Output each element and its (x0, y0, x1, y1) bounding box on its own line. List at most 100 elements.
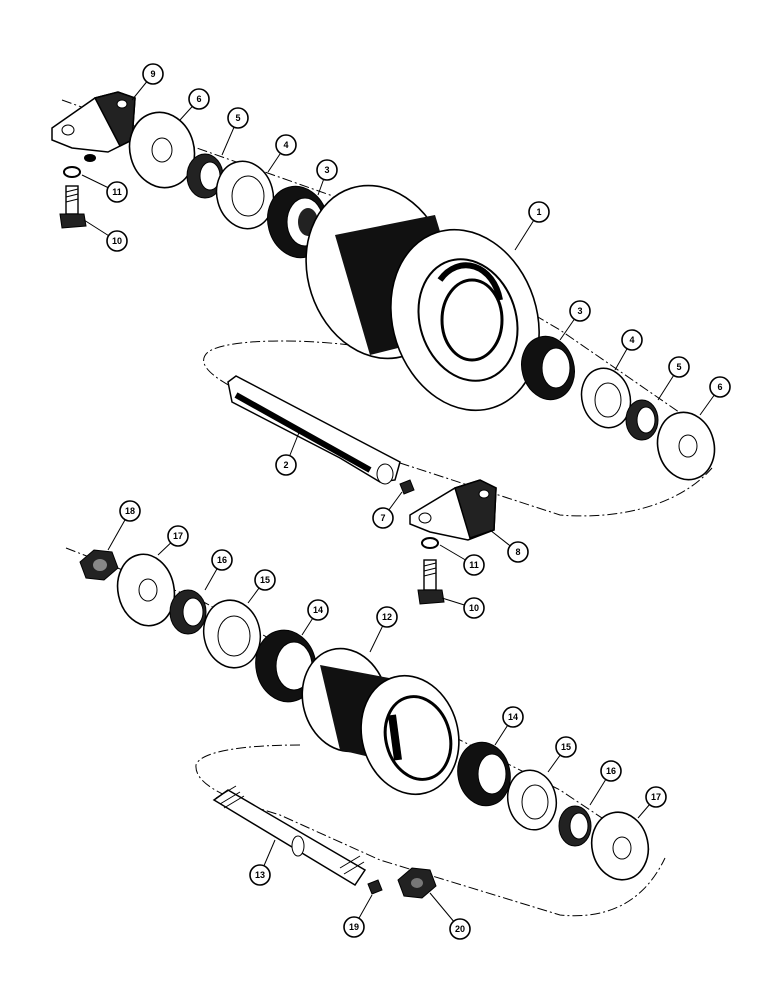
ring-part-15-top (202, 599, 262, 669)
bearing-part-14-bottom (457, 741, 511, 807)
washer-part-17-top (116, 553, 176, 627)
callout-c11a: 11 (81, 174, 128, 203)
callout-c13: 13 (249, 839, 276, 886)
nut-part-20 (397, 867, 437, 899)
callout-c18: 18 (107, 500, 141, 551)
callout-label: 11 (469, 560, 479, 570)
callout-c7: 7 (372, 491, 403, 529)
fitting-part-19 (367, 879, 383, 895)
callout-circle (227, 107, 249, 129)
bearing-part-14-top (255, 629, 317, 703)
callout-c10b: 10 (441, 597, 485, 619)
washer-part-6-top (128, 111, 196, 189)
callout-c14b: 14 (494, 706, 524, 746)
callout-circle (142, 63, 164, 85)
callout-c3b: 3 (559, 300, 591, 341)
callout-label: 17 (651, 792, 661, 802)
nut-part-18 (79, 549, 119, 581)
callout-c6a: 6 (179, 88, 210, 121)
spacer-part-16-top (169, 589, 207, 635)
callout-label: 7 (380, 513, 385, 523)
callout-c9: 9 (131, 63, 164, 101)
callout-label: 2 (283, 460, 288, 470)
callout-label: 11 (112, 187, 122, 197)
callout-circle (507, 541, 529, 563)
callout-circle (106, 230, 128, 252)
callout-c5a: 5 (221, 107, 249, 156)
callout-label: 14 (313, 605, 323, 615)
shaft-part-13 (212, 785, 367, 887)
lock-washer-part-11-lower (421, 537, 439, 549)
roller-part-12 (301, 647, 460, 796)
callout-c5b: 5 (657, 356, 690, 401)
roller-part-1 (305, 184, 540, 412)
callout-circle (343, 916, 365, 938)
callout-c11b: 11 (439, 544, 485, 576)
callout-circle (449, 918, 471, 940)
callout-c4a: 4 (267, 134, 297, 173)
callout-circle (307, 599, 329, 621)
callout-circle (188, 88, 210, 110)
callout-circle (211, 549, 233, 571)
callout-c14a: 14 (301, 599, 329, 636)
callout-label: 5 (235, 113, 240, 123)
ring-part-4-top (215, 160, 275, 230)
callout-label: 6 (717, 382, 722, 392)
shaft-part-2 (227, 375, 401, 485)
callout-label: 20 (455, 924, 465, 934)
callout-circle (106, 181, 128, 203)
callout-c17b: 17 (637, 786, 667, 819)
callout-circle (372, 507, 394, 529)
ring-part-15-bottom (506, 769, 558, 831)
callout-label: 15 (561, 742, 571, 752)
callout-circle (167, 525, 189, 547)
bolt-part-10-lower (417, 559, 445, 605)
callout-label: 5 (676, 362, 681, 372)
callout-c2: 2 (275, 429, 301, 476)
callout-circle (376, 606, 398, 628)
callout-circle (668, 356, 690, 378)
callout-circle (463, 597, 485, 619)
callout-label: 9 (150, 69, 155, 79)
callout-circle (709, 376, 731, 398)
lock-washer-part-11-top (63, 166, 81, 178)
callout-label: 1 (536, 207, 541, 217)
callout-circle (463, 554, 485, 576)
callout-c20: 20 (429, 892, 471, 940)
callout-circle (555, 736, 577, 758)
ring-part-4-top-right (580, 367, 632, 429)
callout-label: 4 (283, 140, 288, 150)
callout-circle (621, 329, 643, 351)
callout-label: 3 (324, 165, 329, 175)
callout-label: 3 (577, 306, 582, 316)
callout-label: 19 (349, 922, 359, 932)
callout-label: 16 (217, 555, 227, 565)
spacer-part-5-top-right (625, 399, 659, 441)
callout-c19: 19 (343, 894, 373, 938)
bottom-shaft-loop-line (195, 744, 666, 917)
callout-label: 4 (629, 335, 634, 345)
callout-circle (569, 300, 591, 322)
callout-circle (119, 500, 141, 522)
spacer-part-16-bottom (558, 805, 592, 847)
callout-circle (249, 864, 271, 886)
callout-c3a: 3 (316, 159, 338, 196)
callout-label: 16 (606, 766, 616, 776)
callout-circle (600, 760, 622, 782)
callout-c8: 8 (489, 529, 529, 563)
callout-c4b: 4 (614, 329, 643, 371)
bearing-part-3-top-right (521, 335, 575, 401)
fitting-part-7 (399, 479, 415, 495)
callout-label: 15 (260, 575, 270, 585)
callout-c1: 1 (514, 201, 550, 251)
callout-circle (275, 454, 297, 476)
bracket-part-9 (51, 91, 136, 162)
callout-c16a: 16 (204, 549, 233, 591)
top-shaft-loop-line (203, 340, 713, 517)
callout-label: 13 (255, 870, 265, 880)
callout-c6b: 6 (699, 376, 731, 416)
callout-label: 8 (515, 547, 520, 557)
callout-c16b: 16 (589, 760, 622, 806)
callout-c10a: 10 (83, 219, 128, 252)
